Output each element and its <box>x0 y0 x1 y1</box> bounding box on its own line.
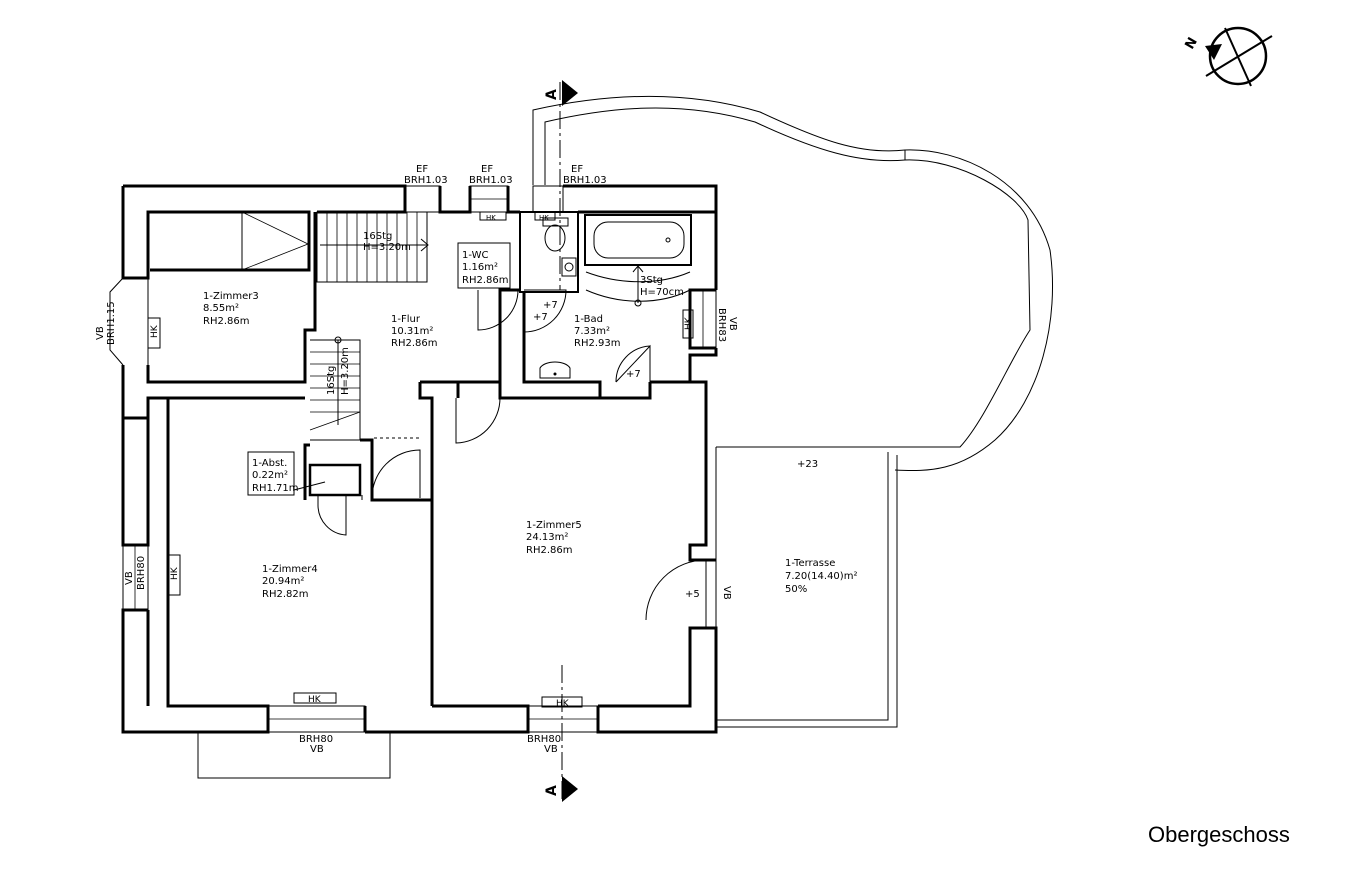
room-height-flur: RH2.86m <box>391 338 437 349</box>
radiator-label-wc: HK <box>539 214 549 222</box>
window-left-zimmer4-brh: BRH80 <box>136 556 147 590</box>
window-bottom-zimmer4-brh: BRH80 <box>299 734 333 745</box>
room-name-abst: 1-Abst. <box>252 458 287 469</box>
room-zimmer5: 1-Zimmer5 24.13m² RH2.86m <box>526 520 582 556</box>
room-share-terrasse: 50% <box>785 584 807 595</box>
bad-stair-steps: 3Stg <box>640 275 663 286</box>
room-abst: 1-Abst. 0.22m² RH1.71m <box>247 451 326 496</box>
stair-upper: 16Stg H=3.20m <box>241 211 429 283</box>
level-mark-terrace: +23 <box>797 459 818 470</box>
room-height-bad: RH2.93m <box>574 338 620 349</box>
level-mark-bad-door: +7 <box>626 369 641 380</box>
north-arrow: N <box>1182 26 1273 87</box>
windows <box>122 185 717 779</box>
window-labels: EF BRH1.03 EF BRH1.03 EF BRH1.03 VB BRH1… <box>95 164 738 755</box>
room-height-zimmer4: RH2.82m <box>262 589 308 600</box>
outer-walls <box>109 184 718 734</box>
room-name-zimmer4: 1-Zimmer4 <box>262 564 318 575</box>
room-name-zimmer5: 1-Zimmer5 <box>526 520 582 531</box>
stair-upper-steps: 16Stg <box>363 231 392 242</box>
washbasin <box>539 361 571 379</box>
room-area-bad: 7.33m² <box>574 326 610 337</box>
room-name-flur: 1-Flur <box>391 314 421 325</box>
window-right-bad-brh: BRH83 <box>716 308 727 342</box>
stair-lower: 16Stg H=3.20m <box>309 336 420 441</box>
window-top-3-type: EF <box>571 164 583 175</box>
room-area-terrasse: 7.20(14.40)m² <box>785 571 857 582</box>
section-marker-bottom: A <box>544 785 560 796</box>
window-top-3-brh: BRH1.03 <box>563 175 607 186</box>
room-name-zimmer3: 1-Zimmer3 <box>203 291 259 302</box>
room-name-wc: 1-WC <box>462 250 488 261</box>
window-left-zimmer4-type: VB <box>124 571 135 585</box>
room-wc: 1-WC 1.16m² RH2.86m <box>457 242 511 289</box>
window-left-zimmer3-brh: BRH1.15 <box>106 301 117 345</box>
level-mark-wc-door: +7 <box>543 300 558 311</box>
room-area-wc: 1.16m² <box>462 262 498 273</box>
window-top-1-brh: BRH1.03 <box>404 175 448 186</box>
room-zimmer4: 1-Zimmer4 20.94m² RH2.82m <box>262 564 318 600</box>
radiator-label-zimmer3: HK <box>150 324 160 338</box>
room-area-abst: 0.22m² <box>252 470 288 481</box>
radiator-label-zimmer5: HK <box>556 699 570 709</box>
level-mark-bad-entry: +7 <box>533 312 548 323</box>
bad-stair-height: H=70cm <box>640 287 684 298</box>
window-right-zimmer5-type: VB <box>721 586 732 600</box>
room-area-zimmer3: 8.55m² <box>203 303 239 314</box>
room-name-bad: 1-Bad <box>574 314 603 325</box>
room-area-zimmer5: 24.13m² <box>526 532 568 543</box>
stair-lower-steps: 16Stg <box>326 366 337 395</box>
radiators: HK HK HK HK HK HK HK <box>147 211 694 709</box>
window-top-2-brh: BRH1.03 <box>469 175 513 186</box>
room-bad: 1-Bad 7.33m² RH2.93m <box>574 314 620 349</box>
window-top-1-type: EF <box>416 164 428 175</box>
section-line: A A <box>544 80 578 802</box>
balcony-outline <box>532 95 1053 472</box>
level-mark-terrace-door: +5 <box>685 589 700 600</box>
bathtub <box>584 214 692 266</box>
radiator-label-zimmer4-bottom: HK <box>308 695 322 705</box>
room-height-abst: RH1.71m <box>252 483 298 494</box>
room-flur: 1-Flur 10.31m² RH2.86m <box>391 314 437 349</box>
bad-steps: 3Stg H=70cm <box>585 265 691 307</box>
window-top-2-type: EF <box>481 164 493 175</box>
stair-upper-height: H=3.20m <box>363 242 411 253</box>
room-height-zimmer3: RH2.86m <box>203 316 249 327</box>
room-area-flur: 10.31m² <box>391 326 433 337</box>
window-left-zimmer3-type: VB <box>95 326 106 340</box>
radiator-label-zimmer4: HK <box>170 566 180 580</box>
doors <box>317 289 707 621</box>
room-zimmer3: 1-Zimmer3 8.55m² RH2.86m <box>203 291 259 327</box>
section-marker-top: A <box>544 89 560 100</box>
north-label: N <box>1182 35 1200 52</box>
window-bottom-zimmer5-type: VB <box>544 744 558 755</box>
radiator-label-bad: HK <box>684 316 694 330</box>
window-bottom-zimmer5-brh: BRH80 <box>527 734 561 745</box>
room-name-terrasse: 1-Terrasse <box>785 558 835 569</box>
level-marks: +7 +7 +7 +5 +23 <box>533 300 818 600</box>
room-height-wc: RH2.86m <box>462 275 508 286</box>
plan-title: Obergeschoss <box>1148 822 1290 847</box>
window-right-bad-type: VB <box>727 317 738 331</box>
room-area-zimmer4: 20.94m² <box>262 576 304 587</box>
radiator-label-flur: HK <box>486 214 496 222</box>
window-bottom-zimmer4-type: VB <box>310 744 324 755</box>
room-terrasse: 1-Terrasse 7.20(14.40)m² 50% <box>785 558 857 595</box>
stair-lower-height: H=3.20m <box>340 347 351 395</box>
room-height-zimmer5: RH2.86m <box>526 545 572 556</box>
